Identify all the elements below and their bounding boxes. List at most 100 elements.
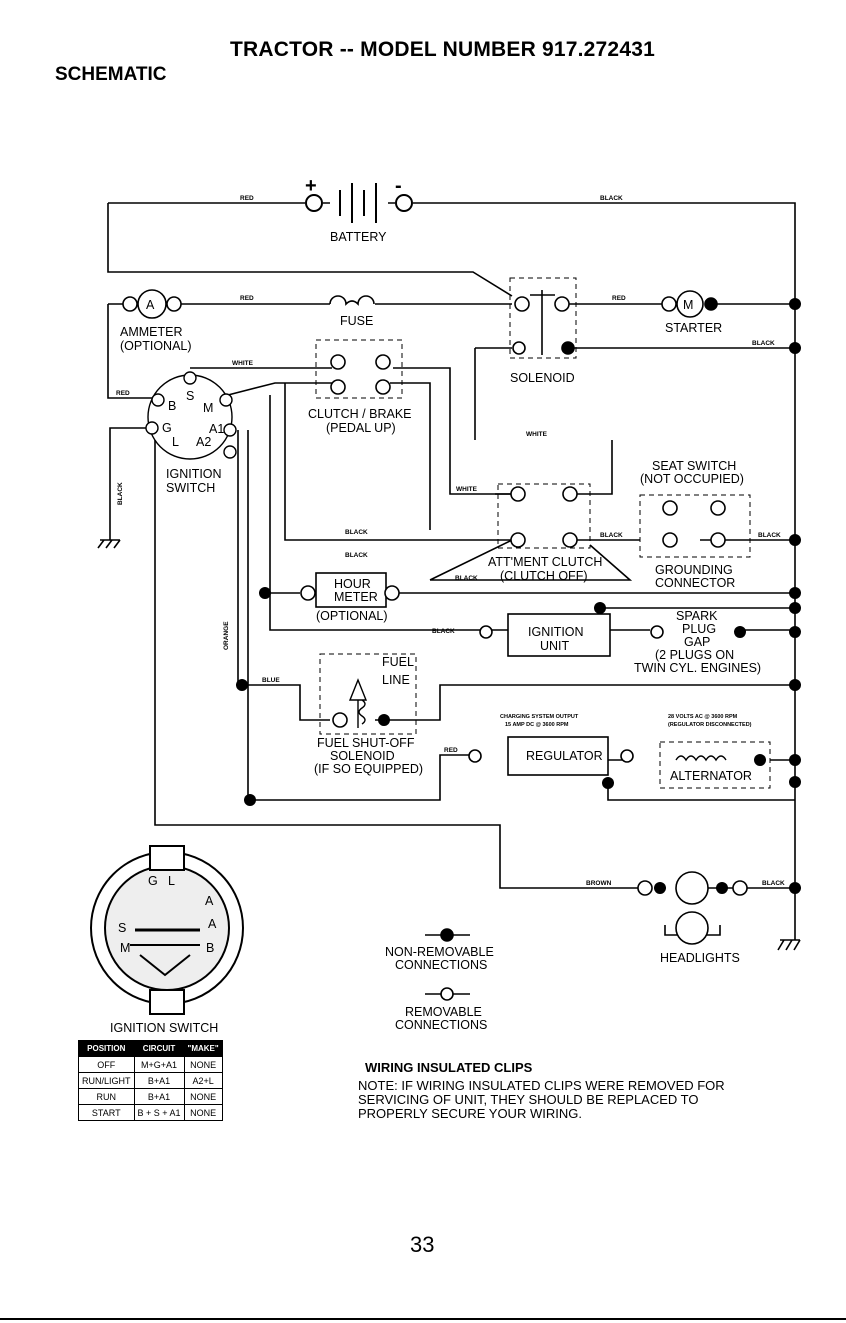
ignition-switch-icon — [147, 374, 233, 460]
starter-icon — [661, 290, 718, 318]
table-cell: RUN — [78, 1088, 135, 1105]
table-cell: NONE — [183, 1104, 223, 1121]
table-cell: A2+L — [183, 1072, 223, 1089]
wire-black-1: BLACK — [600, 195, 623, 202]
spark-label-1: SPARK — [676, 609, 718, 623]
term-b: B — [168, 399, 176, 413]
ignition-unit-box — [507, 613, 611, 657]
battery-label: BATTERY — [330, 230, 387, 244]
seat-switch-label-1: SEAT SWITCH — [652, 459, 736, 473]
wire-black-5: BLACK — [455, 575, 478, 582]
wire-red-2: RED — [240, 295, 254, 302]
face-term-s: S — [118, 921, 126, 935]
legend-removable-1: REMOVABLE — [405, 1005, 482, 1019]
section-label: SCHEMATIC — [55, 64, 167, 85]
wire-brown: BROWN — [586, 880, 612, 887]
battery-neg-wire — [107, 203, 513, 297]
table-header: POSITION — [78, 1040, 135, 1057]
hour-meter-label-1: HOUR — [334, 577, 371, 591]
solenoid-icon — [512, 290, 575, 355]
table-row: RUN/LIGHT B+A1 A2+L — [78, 1072, 223, 1089]
table-cell: B+A1 — [133, 1072, 185, 1089]
fuse-label: FUSE — [340, 314, 373, 328]
solenoid-box — [509, 277, 577, 359]
wire-white-3: WHITE — [456, 486, 478, 493]
term-l: L — [172, 435, 179, 449]
wire-red-5: RED — [444, 747, 458, 754]
notes-heading: WIRING INSULATED CLIPS — [365, 1060, 533, 1075]
att-clutch-label-1: ATT'MENT CLUTCH — [488, 555, 602, 569]
term-a1: A1 — [209, 422, 224, 436]
table-header-row: POSITION CIRCUIT "MAKE" — [78, 1040, 223, 1057]
ignition-label-1: IGNITION — [166, 467, 222, 481]
wire-red-1: RED — [240, 195, 254, 202]
face-term-b: B — [206, 941, 214, 955]
page-title: TRACTOR -- MODEL NUMBER 917.272431 — [230, 38, 655, 61]
wire-blue: BLUE — [262, 677, 280, 684]
seat-switch-label-2: (NOT OCCUPIED) — [640, 472, 744, 486]
spark-label-3: GAP — [684, 635, 710, 649]
bottom-rule — [0, 1318, 846, 1320]
clutch-label-2: (PEDAL UP) — [326, 421, 396, 435]
ammeter-optional: (OPTIONAL) — [120, 339, 192, 353]
term-g: G — [162, 421, 172, 435]
table-row: START B + S + A1 NONE — [78, 1104, 223, 1121]
page-number: 33 — [410, 1232, 435, 1257]
ignition-unit-label-1: IGNITION — [528, 625, 584, 639]
fss-label-3: (IF SO EQUIPPED) — [314, 762, 423, 776]
notes-line-2: SERVICING OF UNIT, THEY SHOULD BE REPLAC… — [358, 1092, 699, 1107]
ignition-switch-face — [90, 845, 244, 1015]
battery-plus: + — [305, 175, 317, 197]
wire-black-8: BLACK — [432, 628, 455, 635]
fuel-line-label-2: LINE — [382, 673, 410, 687]
table-row: RUN B+A1 NONE — [78, 1088, 223, 1105]
table-cell: B + S + A1 — [133, 1104, 185, 1121]
ignition-switch-caption: IGNITION SWITCH — [110, 1021, 218, 1035]
ammeter-label: AMMETER — [120, 325, 183, 339]
face-term-a1: A — [205, 894, 214, 908]
legend-nonremovable-1: NON-REMOVABLE — [385, 945, 494, 959]
headlights-icon — [637, 871, 748, 945]
alternator-label: ALTERNATOR — [670, 769, 752, 783]
table-cell: NONE — [183, 1056, 223, 1073]
wire-white-2: WHITE — [526, 431, 548, 438]
face-term-g: G — [148, 874, 158, 888]
volts-label-2: (REGULATOR DISCONNECTED) — [668, 722, 752, 728]
headlights-label: HEADLIGHTS — [660, 951, 740, 965]
wire-black-vertical: BLACK — [117, 482, 124, 505]
fuse-icon — [329, 295, 375, 306]
wire-white-1: WHITE — [232, 360, 254, 367]
table-cell: B+A1 — [133, 1088, 185, 1105]
wire-black-3: BLACK — [345, 529, 368, 536]
fuel-solenoid-box — [319, 653, 417, 735]
hour-meter-box — [315, 572, 387, 608]
table-row: OFF M+G+A1 NONE — [78, 1056, 223, 1073]
wire-black-6: BLACK — [600, 532, 623, 539]
clutch-label-1: CLUTCH / BRAKE — [308, 407, 412, 421]
grounding-label-2: CONNECTOR — [655, 576, 735, 590]
notes-line-3: PROPERLY SECURE YOUR WIRING. — [358, 1106, 582, 1121]
table-cell: NONE — [183, 1088, 223, 1105]
spark-label-2: PLUG — [682, 622, 716, 636]
table-header: "MAKE" — [183, 1040, 223, 1057]
ammeter-terminal-a: A — [146, 298, 155, 312]
battery-wire — [108, 202, 796, 882]
table-cell: RUN/LIGHT — [78, 1072, 135, 1089]
volts-label-1: 28 VOLTS AC @ 3600 RPM — [668, 714, 738, 720]
hour-meter-label-3: (OPTIONAL) — [316, 609, 388, 623]
starter-label: STARTER — [665, 321, 722, 335]
term-s: S — [186, 389, 194, 403]
hour-meter-label-2: METER — [334, 590, 378, 604]
alternator-box — [659, 741, 771, 789]
fuel-line-label-1: FUEL — [382, 655, 414, 669]
regulator-label: REGULATOR — [526, 749, 603, 763]
wire-red-3: RED — [612, 295, 626, 302]
ammeter-to-ignition — [107, 304, 155, 399]
spark-label-4: (2 PLUGS ON — [655, 648, 734, 662]
face-term-a2: A — [208, 917, 217, 931]
solenoid-label: SOLENOID — [510, 371, 575, 385]
table-cell: START — [78, 1104, 135, 1121]
battery-minus: - — [395, 175, 402, 197]
seat-switch-box — [639, 494, 751, 558]
